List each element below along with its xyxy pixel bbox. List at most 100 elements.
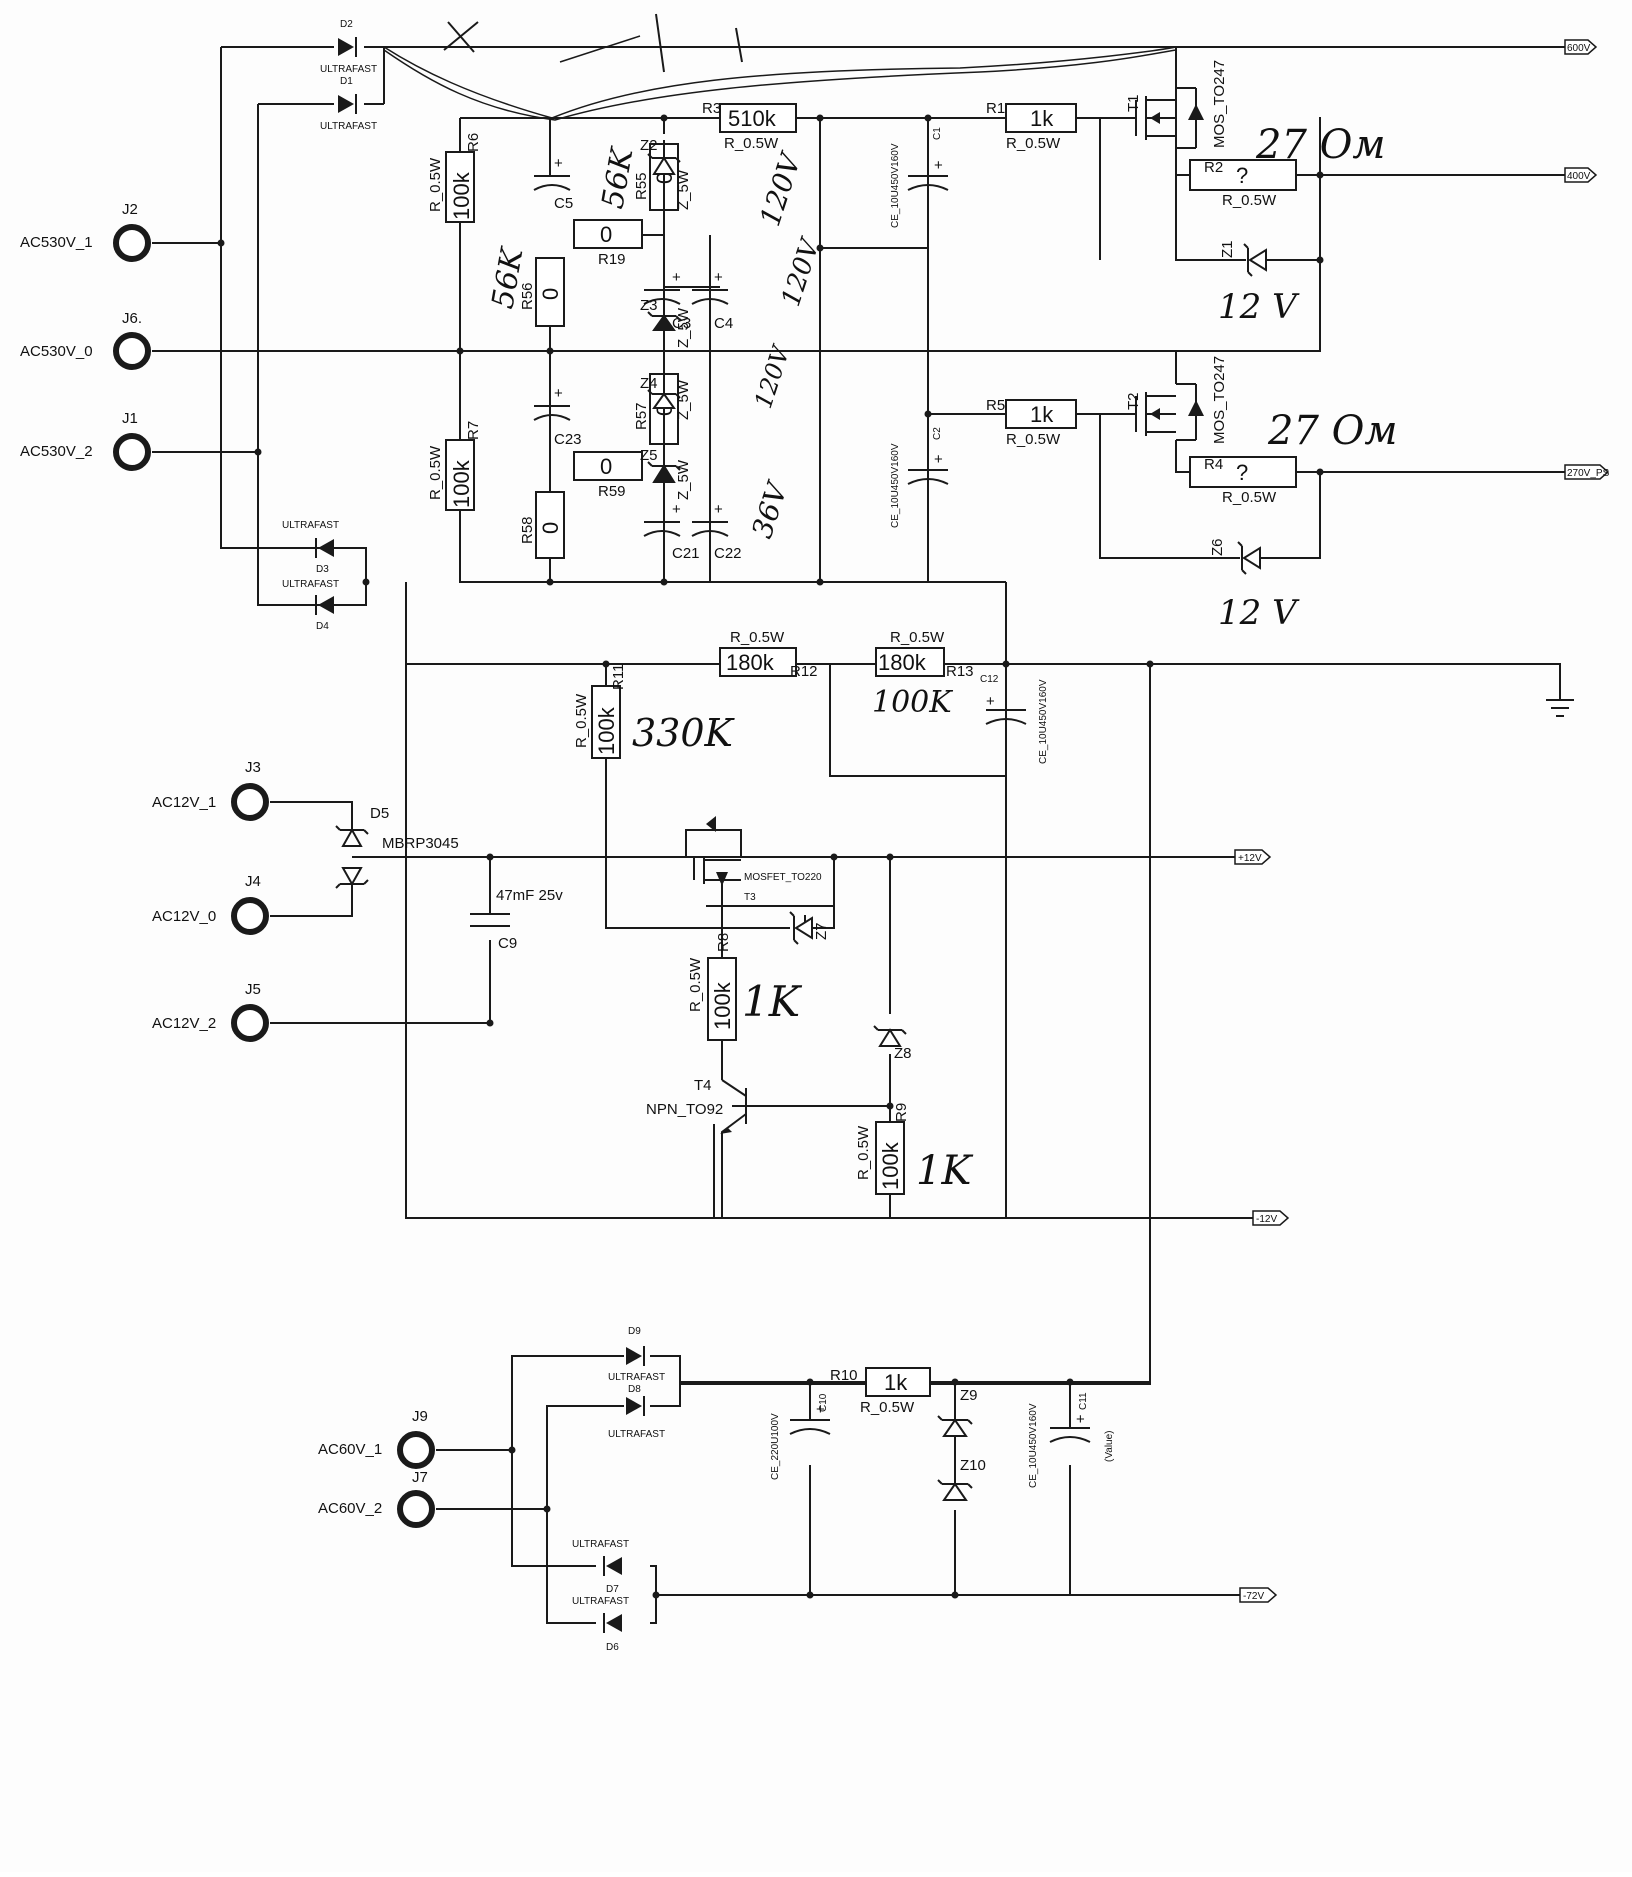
zener-rating: Z_5W	[675, 307, 692, 348]
connector-net: AC12V_2	[152, 1015, 216, 1032]
connector-j6: J6. AC530V_0	[20, 310, 151, 370]
capacitor-c12: + C12 CE_10U450V160V	[980, 674, 1049, 764]
note-z6: 12 V	[1218, 593, 1300, 633]
diode-type: ULTRAFAST	[608, 1372, 665, 1383]
svg-text:+: +	[672, 501, 681, 518]
diode-type: ULTRAFAST	[282, 579, 339, 590]
resistor-value: 1k	[1030, 106, 1054, 131]
resistor-ref: R1	[986, 100, 1005, 117]
diode-type: ULTRAFAST	[572, 1539, 629, 1550]
diode-ref: D2	[340, 19, 353, 30]
zener-ref: Z7	[813, 922, 830, 940]
connector-j4: J4 AC12V_0	[152, 873, 269, 935]
zener-z9: Z9	[937, 1387, 978, 1437]
diode-type: ULTRAFAST	[572, 1596, 629, 1607]
diode-d7: ULTRAFAST D7	[572, 1539, 629, 1595]
resistor-value: 100k	[449, 171, 474, 220]
transistor-t3: MOSFET_TO220 T3	[685, 816, 822, 906]
svg-text:+: +	[934, 451, 943, 468]
capacitor-ref: C3	[672, 315, 691, 332]
port-p6: -72V	[1239, 1587, 1278, 1603]
diode-d9: D9 ULTRAFAST	[608, 1326, 665, 1383]
note-z1: 12 V	[1218, 287, 1300, 327]
note-r55: 56K	[595, 144, 640, 211]
capacitor-c9: 47mF 25v C9	[470, 887, 563, 952]
connector-ref: J1	[122, 410, 138, 427]
diode-type: ULTRAFAST	[320, 64, 377, 75]
svg-text:+: +	[714, 501, 723, 518]
transistor-type: NPN_TO92	[646, 1101, 723, 1118]
note-r4: 27 Ом	[1267, 408, 1398, 454]
resistor-ref: R12	[790, 663, 818, 680]
connector-net: AC60V_1	[318, 1441, 382, 1458]
capacitor-value: CE_10U450V160V	[1028, 1403, 1039, 1488]
port-label: -72V	[1243, 1591, 1264, 1602]
resistor-rating: R_0.5W	[890, 629, 945, 646]
port-p4: +12V	[1234, 849, 1272, 865]
capacitor-ref: C23	[554, 431, 582, 448]
resistor-ref: R7	[465, 421, 482, 440]
resistor-value: 0	[538, 288, 563, 300]
resistor-rating: R_0.5W	[573, 693, 590, 748]
zener-ref: Z8	[894, 1045, 912, 1062]
capacitor-ref: C11	[1078, 1392, 1089, 1410]
resistor-ref: R58	[519, 516, 536, 544]
zener-ref: Z4	[640, 375, 658, 392]
diode-d4: ULTRAFAST D4	[282, 579, 339, 632]
resistor-value: 180k	[878, 650, 927, 675]
connector-j5: J5 AC12V_2	[152, 981, 269, 1042]
capacitor-c10: + C10 CE_220U100V	[770, 1393, 831, 1480]
diode-type: ULTRAFAST	[320, 121, 377, 132]
resistor-r56: 0 R56	[519, 257, 565, 327]
resistor-ref: R6	[465, 133, 482, 152]
resistor-r5: 1k R5 R_0.5W	[986, 397, 1077, 448]
resistor-rating: R_0.5W	[724, 135, 779, 152]
capacitor-c21: + C21	[643, 501, 700, 562]
resistor-rating: R_0.5W	[1006, 431, 1061, 448]
note-z3: 120V	[776, 234, 826, 310]
diode-d6: ULTRAFAST D6	[572, 1596, 629, 1653]
zener-rating: Z_5W	[675, 169, 692, 210]
connector-j9: J9 AC60V_1	[318, 1408, 435, 1469]
zener-ref: Z5	[640, 447, 658, 464]
resistor-rating: R_0.5W	[860, 1399, 915, 1416]
svg-text:+: +	[1076, 1411, 1085, 1428]
transistor-ref: T1	[1125, 94, 1142, 112]
zener-ref: Z9	[960, 1387, 978, 1404]
zener-z1: Z1	[1219, 240, 1267, 277]
connector-net: AC530V_2	[20, 443, 93, 460]
resistor-r6: 100k R6 R_0.5W	[427, 133, 482, 223]
diode-ref: D3	[316, 564, 329, 575]
resistor-ref: R2	[1204, 159, 1223, 176]
resistor-r7: 100k R7 R_0.5W	[427, 421, 482, 511]
connector-ref: J5	[245, 981, 261, 998]
capacitor-ref: C4	[714, 315, 733, 332]
transistor-ref: T3	[744, 892, 756, 903]
capacitor-value: CE_10U450V160V	[890, 443, 901, 528]
connector-ref: J4	[245, 873, 261, 890]
resistor-rating: R_0.5W	[427, 157, 444, 212]
connector-j7: J7 AC60V_2	[318, 1469, 435, 1528]
connector-ref: J2	[122, 201, 138, 218]
capacitor-ref: C1	[932, 127, 943, 140]
transistor-ref: T2	[1125, 392, 1142, 410]
diode-d1: D1 ULTRAFAST	[320, 76, 377, 132]
svg-text:+: +	[934, 157, 943, 174]
diode-d8: D8 ULTRAFAST	[608, 1384, 665, 1440]
zener-z5: Z5 Z_5W	[640, 447, 692, 552]
capacitor-c1: + C1 CE_10U450V160V	[890, 127, 949, 228]
connector-j3: J3 AC12V_1	[152, 759, 269, 821]
capacitor-ref: C21	[672, 545, 700, 562]
capacitor-c5: + C5	[533, 155, 573, 212]
resistor-ref: R10	[830, 1367, 858, 1384]
zener-rating: Z_5W	[675, 459, 692, 500]
resistor-value: 0	[600, 454, 612, 479]
zener-z10: Z10	[937, 1436, 986, 1501]
capacitor-c3: + C3	[643, 269, 691, 332]
resistor-ref: R11	[610, 664, 627, 690]
diode-d5: D5 MBRP3045	[335, 802, 459, 916]
capacitor-extra: (Value)	[1104, 1431, 1115, 1463]
resistor-ref: R3	[702, 100, 721, 117]
transistor-t4: T4 NPN_TO92	[646, 1077, 890, 1218]
